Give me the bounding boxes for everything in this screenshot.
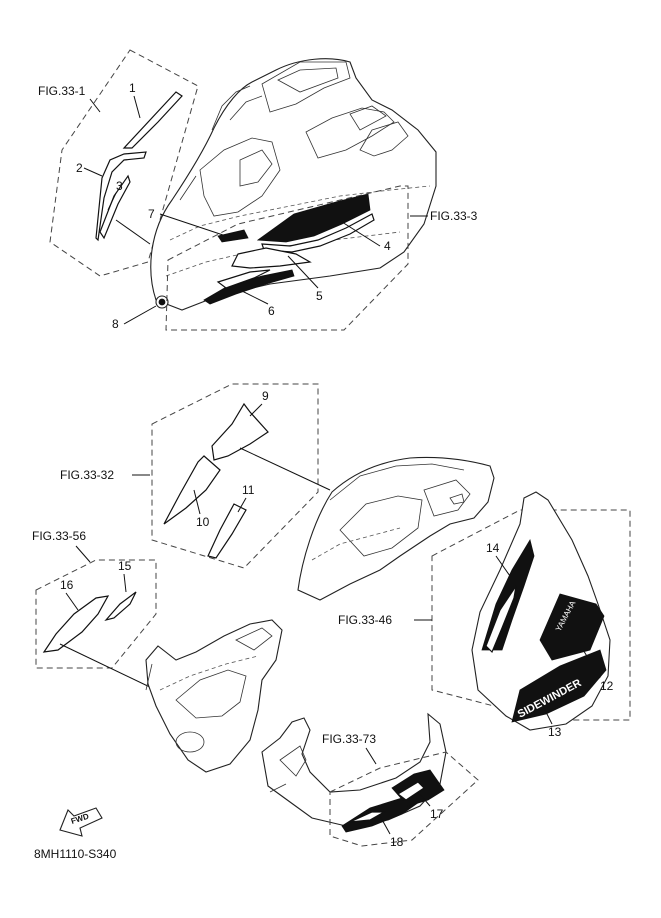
callout-13[interactable]: 13 xyxy=(548,725,562,739)
callout-12[interactable]: 12 xyxy=(600,679,614,693)
fig-33-56-boundary xyxy=(35,559,157,669)
fwd-arrow-icon xyxy=(59,807,103,837)
decal-13 xyxy=(511,649,607,723)
decal-12 xyxy=(539,593,605,661)
decal-3 xyxy=(99,174,131,240)
callout-15[interactable]: 15 xyxy=(118,559,132,573)
fig-33-1-label[interactable]: FIG.33-1 xyxy=(38,84,86,98)
callout-3[interactable]: 3 xyxy=(116,179,123,193)
decal-7 xyxy=(217,229,249,243)
lower-side-panel-part xyxy=(145,619,283,773)
fig-33-3-boundary xyxy=(165,185,409,331)
group-fig-33-46: FIG.33-46 YAMAHA SIDEWINDER 14 12 13 xyxy=(338,491,631,739)
callout-17[interactable]: 17 xyxy=(430,807,444,821)
lower-side-panel xyxy=(145,619,283,773)
decal-11 xyxy=(207,503,247,559)
decal-9 xyxy=(211,402,269,461)
decal-2 xyxy=(95,151,147,242)
running-board xyxy=(261,712,447,827)
fig-33-46-label[interactable]: FIG.33-46 xyxy=(338,613,392,627)
callout-11[interactable]: 11 xyxy=(242,483,255,497)
callout-10[interactable]: 10 xyxy=(196,515,210,529)
group-fig-33-1: FIG.33-1 1 2 3 xyxy=(38,49,199,277)
fig-33-32-boundary xyxy=(151,383,319,569)
callout-7[interactable]: 7 xyxy=(148,207,155,221)
fig-33-32-label[interactable]: FIG.33-32 xyxy=(60,468,114,482)
hood-panel-part xyxy=(297,456,495,601)
callout-2[interactable]: 2 xyxy=(76,161,83,175)
callout-1[interactable]: 1 xyxy=(129,81,136,95)
fig-33-73-label[interactable]: FIG.33-73 xyxy=(322,732,376,746)
fig-33-56-label[interactable]: FIG.33-56 xyxy=(32,529,86,543)
fig-33-73-boundary xyxy=(329,751,479,847)
callout-8[interactable]: 8 xyxy=(112,317,119,331)
decal-15 xyxy=(104,591,137,622)
callout-18[interactable]: 18 xyxy=(390,835,404,849)
decal-1 xyxy=(122,91,183,149)
callout-14[interactable]: 14 xyxy=(486,541,500,555)
decal-4 xyxy=(256,193,371,243)
group-fig-33-73: FIG.33-73 17 18 xyxy=(261,712,479,849)
callout-16[interactable]: 16 xyxy=(60,578,74,592)
fig-33-3-label[interactable]: FIG.33-3 xyxy=(430,209,478,223)
group-fig-33-3: FIG.33-3 4 5 6 7 8 xyxy=(112,185,478,331)
fwd-arrow: FWD xyxy=(59,807,103,837)
callout-9[interactable]: 9 xyxy=(262,389,269,403)
group-fig-33-32: FIG.33-32 9 10 11 xyxy=(60,383,331,569)
callout-6[interactable]: 6 xyxy=(268,304,275,318)
decal-16 xyxy=(42,595,110,653)
drawing-code: 8MH1110-S340 xyxy=(34,847,117,861)
fig-33-1-boundary xyxy=(49,49,199,277)
hood-panel xyxy=(297,456,495,601)
group-fig-33-56: FIG.33-56 15 16 xyxy=(32,529,157,691)
fig-33-46-boundary xyxy=(431,509,631,721)
front-cowl-body xyxy=(150,58,437,311)
decal-10 xyxy=(163,455,221,525)
callout-4[interactable]: 4 xyxy=(384,239,391,253)
front-cowl-assembly xyxy=(150,58,437,311)
callout-5[interactable]: 5 xyxy=(316,289,323,303)
